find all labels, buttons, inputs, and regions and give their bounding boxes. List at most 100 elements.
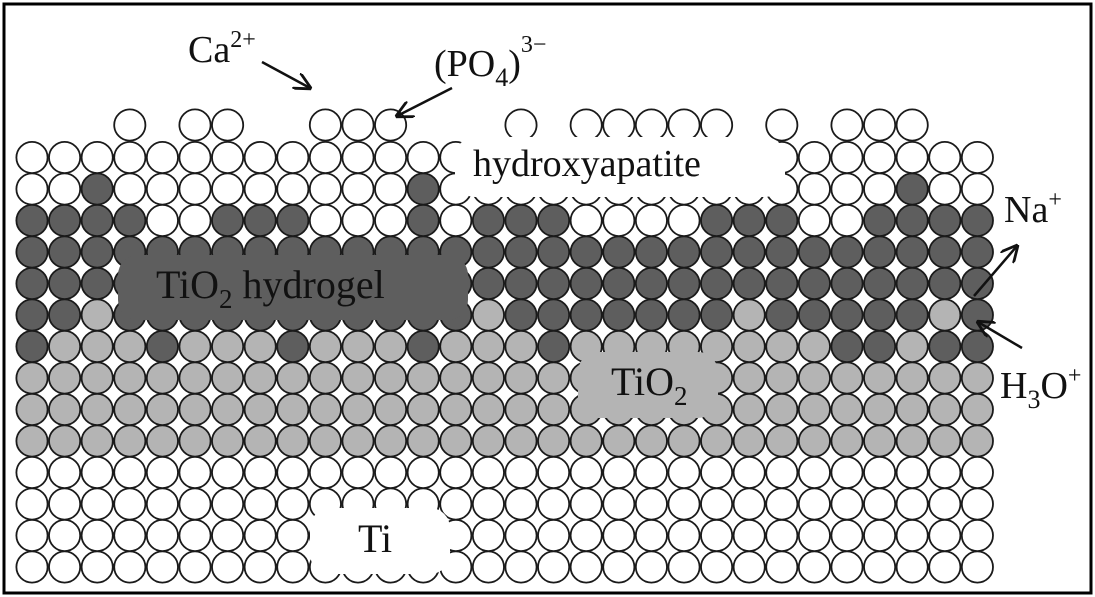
atom (928, 424, 962, 458)
atom (113, 392, 147, 426)
atom (700, 519, 734, 553)
atom (15, 550, 49, 584)
hydronium-arrow (978, 322, 1023, 350)
atom (830, 550, 864, 584)
atom (732, 361, 766, 395)
atom (569, 108, 603, 142)
atom (178, 203, 212, 237)
atom (471, 235, 505, 269)
atom (863, 424, 897, 458)
atom (732, 329, 766, 363)
atom (830, 392, 864, 426)
atom (960, 455, 994, 489)
atom (569, 455, 603, 489)
atom (145, 455, 179, 489)
atom (211, 487, 245, 521)
hydroxyapatite-label-bg (455, 137, 785, 197)
atom (895, 487, 929, 521)
atom (504, 266, 538, 300)
atom (48, 424, 82, 458)
atom (145, 424, 179, 458)
atom (178, 487, 212, 521)
atom (341, 203, 375, 237)
atom (895, 140, 929, 174)
atom (243, 203, 277, 237)
atom (569, 266, 603, 300)
atom (374, 329, 408, 363)
atom (634, 487, 668, 521)
atom (504, 203, 538, 237)
atom (145, 519, 179, 553)
atom (863, 361, 897, 395)
atom (471, 519, 505, 553)
atom (15, 519, 49, 553)
atom (243, 172, 277, 206)
atom (830, 519, 864, 553)
atom (569, 550, 603, 584)
atom (178, 519, 212, 553)
atom (15, 203, 49, 237)
atom (569, 203, 603, 237)
atom (667, 487, 701, 521)
atom (960, 172, 994, 206)
atom (308, 108, 342, 142)
atom (863, 455, 897, 489)
atom (602, 108, 636, 142)
atom (15, 235, 49, 269)
atom (211, 108, 245, 142)
atom (80, 140, 114, 174)
atom (80, 235, 114, 269)
atom (797, 361, 831, 395)
atom (471, 455, 505, 489)
atom (765, 235, 799, 269)
atom (765, 487, 799, 521)
atom (700, 550, 734, 584)
atom (602, 487, 636, 521)
atom (895, 266, 929, 300)
atom (634, 235, 668, 269)
atom (830, 108, 864, 142)
atom (406, 361, 440, 395)
atom (765, 266, 799, 300)
atom (504, 108, 538, 142)
atom (634, 550, 668, 584)
atom (960, 298, 994, 332)
atom (928, 361, 962, 395)
atom (667, 519, 701, 553)
atom (243, 424, 277, 458)
atom (113, 140, 147, 174)
atom (504, 550, 538, 584)
atom (863, 235, 897, 269)
atom (700, 203, 734, 237)
atom (863, 108, 897, 142)
atom (374, 172, 408, 206)
atom (178, 424, 212, 458)
atom (178, 550, 212, 584)
atom (830, 329, 864, 363)
atom (80, 266, 114, 300)
atom (308, 172, 342, 206)
atom (765, 424, 799, 458)
atom (439, 329, 473, 363)
atom (732, 266, 766, 300)
atom (928, 455, 962, 489)
calcium-arrow (261, 60, 310, 88)
atom (700, 455, 734, 489)
atom (48, 235, 82, 269)
atom (732, 424, 766, 458)
atom (504, 298, 538, 332)
atom (341, 172, 375, 206)
atom (797, 203, 831, 237)
atom (211, 455, 245, 489)
atom (863, 329, 897, 363)
atom (895, 203, 929, 237)
atom (960, 550, 994, 584)
atom (439, 203, 473, 237)
atom (15, 298, 49, 332)
calcium-ion-label: Ca2+ (188, 27, 256, 71)
atom (243, 392, 277, 426)
atom (895, 424, 929, 458)
atom (765, 361, 799, 395)
atom (928, 298, 962, 332)
